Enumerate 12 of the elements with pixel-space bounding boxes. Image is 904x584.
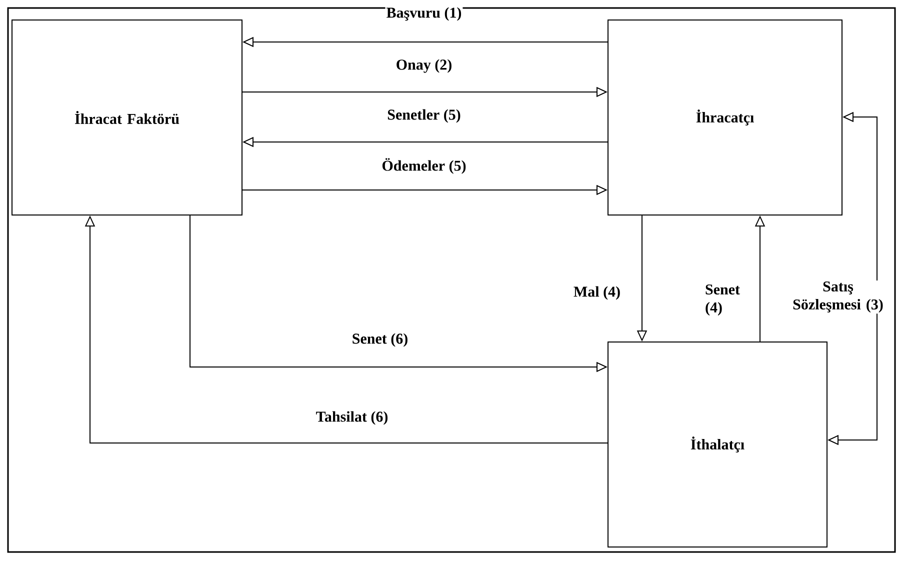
box: İhracat Faktörü [12, 20, 242, 216]
edge-label: Mal (4) [572, 285, 622, 301]
edge-label: Tahsilat (6) [314, 410, 390, 426]
edge-label: Satış Sözleşmesi (3) [782, 280, 894, 314]
edge-label: Ödemeler (5) [380, 157, 468, 175]
edge-label: Başvuru (1) [385, 6, 463, 22]
edge-label: Senet (4) [704, 283, 752, 317]
edge-label: Senet (6) [350, 332, 410, 348]
edge-label: Senetler (5) [386, 108, 462, 124]
edge-label: Onay (2) [394, 58, 454, 74]
box: İthalatçı [608, 342, 828, 548]
box: İhracatçı [608, 20, 842, 216]
